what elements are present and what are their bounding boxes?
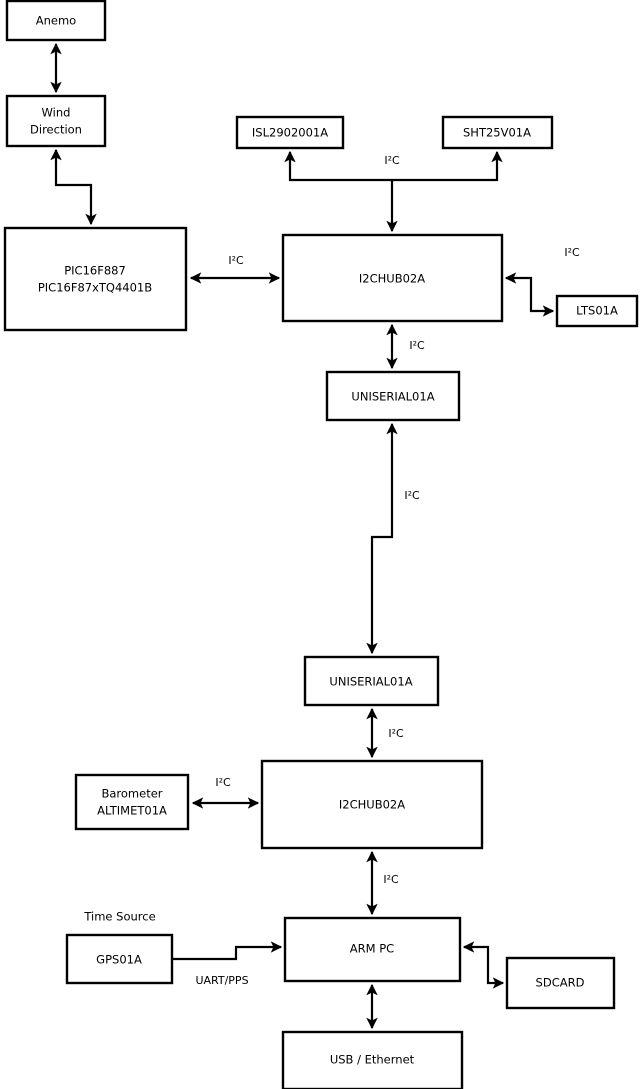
- node-label-pic-line1: PIC16F887: [64, 264, 126, 278]
- node-label-wind-direction-line1: Wind: [42, 106, 71, 120]
- edge-path: [366, 422, 398, 655]
- node-anemo[interactable]: Anemo: [5, 0, 107, 42]
- node-box[interactable]: [5, 0, 107, 42]
- node-label-wind-direction-line2: Direction: [30, 123, 82, 137]
- node-box[interactable]: [281, 1030, 464, 1089]
- node-box[interactable]: [325, 370, 461, 422]
- edge-wind-pic: [50, 148, 97, 226]
- label-time-source: Time Source: [83, 910, 155, 924]
- node-label-gps: GPS01A: [96, 953, 142, 967]
- node-box[interactable]: [303, 655, 440, 707]
- node-wind-direction[interactable]: Wind Direction: [5, 94, 107, 148]
- node-i2chub02a-bottom[interactable]: I2CHUB02A: [260, 759, 484, 850]
- edge-label-hubbot-armpc: I²C: [383, 873, 399, 886]
- node-box[interactable]: [283, 916, 462, 983]
- node-label-uniserial-upper: UNISERIAL01A: [351, 390, 434, 404]
- edge-uniserial-link: I²C: [366, 422, 420, 655]
- node-box[interactable]: [505, 956, 616, 1010]
- edge-hubbot-armpc: I²C: [366, 850, 399, 916]
- node-label-isl: ISL2902001A: [252, 126, 328, 140]
- edge-gps-armpc: UART/PPS: [172, 941, 283, 987]
- edge-path: [50, 148, 97, 226]
- node-box[interactable]: [260, 759, 484, 850]
- node-label-sdcard: SDCARD: [536, 976, 585, 990]
- edge-label-baro-hub: I²C: [215, 776, 231, 789]
- edge-armpc-sdcard: [462, 941, 505, 989]
- node-box[interactable]: [441, 115, 554, 150]
- edge-path: [462, 941, 505, 989]
- node-barometer-altimet01a[interactable]: Barometer ALTIMET01A: [74, 773, 190, 831]
- node-lts01a[interactable]: LTS01A: [555, 294, 639, 328]
- node-sdcard[interactable]: SDCARD: [505, 956, 616, 1010]
- node-label-anemo: Anemo: [36, 14, 76, 28]
- node-box[interactable]: [555, 294, 639, 328]
- edge-path: [504, 272, 555, 317]
- node-label-barometer-line1: Barometer: [101, 787, 162, 801]
- node-box[interactable]: [281, 233, 504, 323]
- edges-layer: I²C I²C I²C I²C I²C: [50, 42, 580, 1030]
- node-gps01a[interactable]: GPS01A: [65, 933, 174, 985]
- edge-label-pic-hub: I²C: [228, 254, 244, 267]
- node-label-hub-bottom: I2CHUB02A: [339, 798, 405, 812]
- node-label-usb-ethernet: USB / Ethernet: [330, 1053, 415, 1067]
- node-uniserial01a-lower[interactable]: UNISERIAL01A: [303, 655, 440, 707]
- node-pic-mcu[interactable]: PIC16F887 PIC16F87xTQ4401B: [3, 226, 188, 332]
- edge-label-hub-lts: I²C: [564, 246, 580, 259]
- node-isl2902001a[interactable]: ISL2902001A: [235, 115, 345, 150]
- edge-path: [172, 941, 283, 961]
- edge-label-uniserial-link: I²C: [404, 489, 420, 502]
- node-label-pic-line2: PIC16F87xTQ4401B: [38, 281, 152, 295]
- node-uniserial01a-upper[interactable]: UNISERIAL01A: [325, 370, 461, 422]
- edge-label-hub-uniserial: I²C: [409, 339, 425, 352]
- free-labels-layer: Time Source: [83, 910, 155, 924]
- edge-hub-uniserial-up: I²C: [386, 323, 425, 370]
- node-box[interactable]: [65, 933, 174, 985]
- edge-label-uart-pps: UART/PPS: [195, 974, 248, 987]
- node-label-arm-pc: ARM PC: [350, 942, 394, 956]
- node-label-uniserial-lower: UNISERIAL01A: [329, 675, 412, 689]
- node-box[interactable]: [74, 773, 190, 831]
- edge-bus-path: [284, 150, 503, 182]
- edge-pic-hub: I²C: [189, 254, 281, 284]
- node-box[interactable]: [5, 94, 107, 148]
- node-label-barometer-line2: ALTIMET01A: [97, 804, 167, 818]
- edge-baro-hubbot: I²C: [191, 776, 260, 809]
- node-label-sht: SHT25V01A: [463, 126, 531, 140]
- node-sht25v01a[interactable]: SHT25V01A: [441, 115, 554, 150]
- node-box[interactable]: [235, 115, 345, 150]
- edge-hub-isl-sht: I²C: [284, 150, 503, 233]
- node-i2chub02a-top[interactable]: I2CHUB02A: [281, 233, 504, 323]
- node-label-lts: LTS01A: [576, 304, 618, 318]
- node-box[interactable]: [3, 226, 188, 332]
- edge-label-uniserial-hubbot: I²C: [388, 727, 404, 740]
- edge-label-hub-bus: I²C: [384, 154, 400, 167]
- edge-hub-lts: I²C: [504, 246, 580, 317]
- node-usb-ethernet[interactable]: USB / Ethernet: [281, 1030, 464, 1089]
- node-arm-pc[interactable]: ARM PC: [283, 916, 462, 983]
- nodes-layer: Anemo Wind Direction PIC16F887 PIC16F87x…: [3, 0, 639, 1089]
- node-label-hub-top: I2CHUB02A: [359, 272, 425, 286]
- edge-uniserial-hubbot: I²C: [366, 707, 404, 759]
